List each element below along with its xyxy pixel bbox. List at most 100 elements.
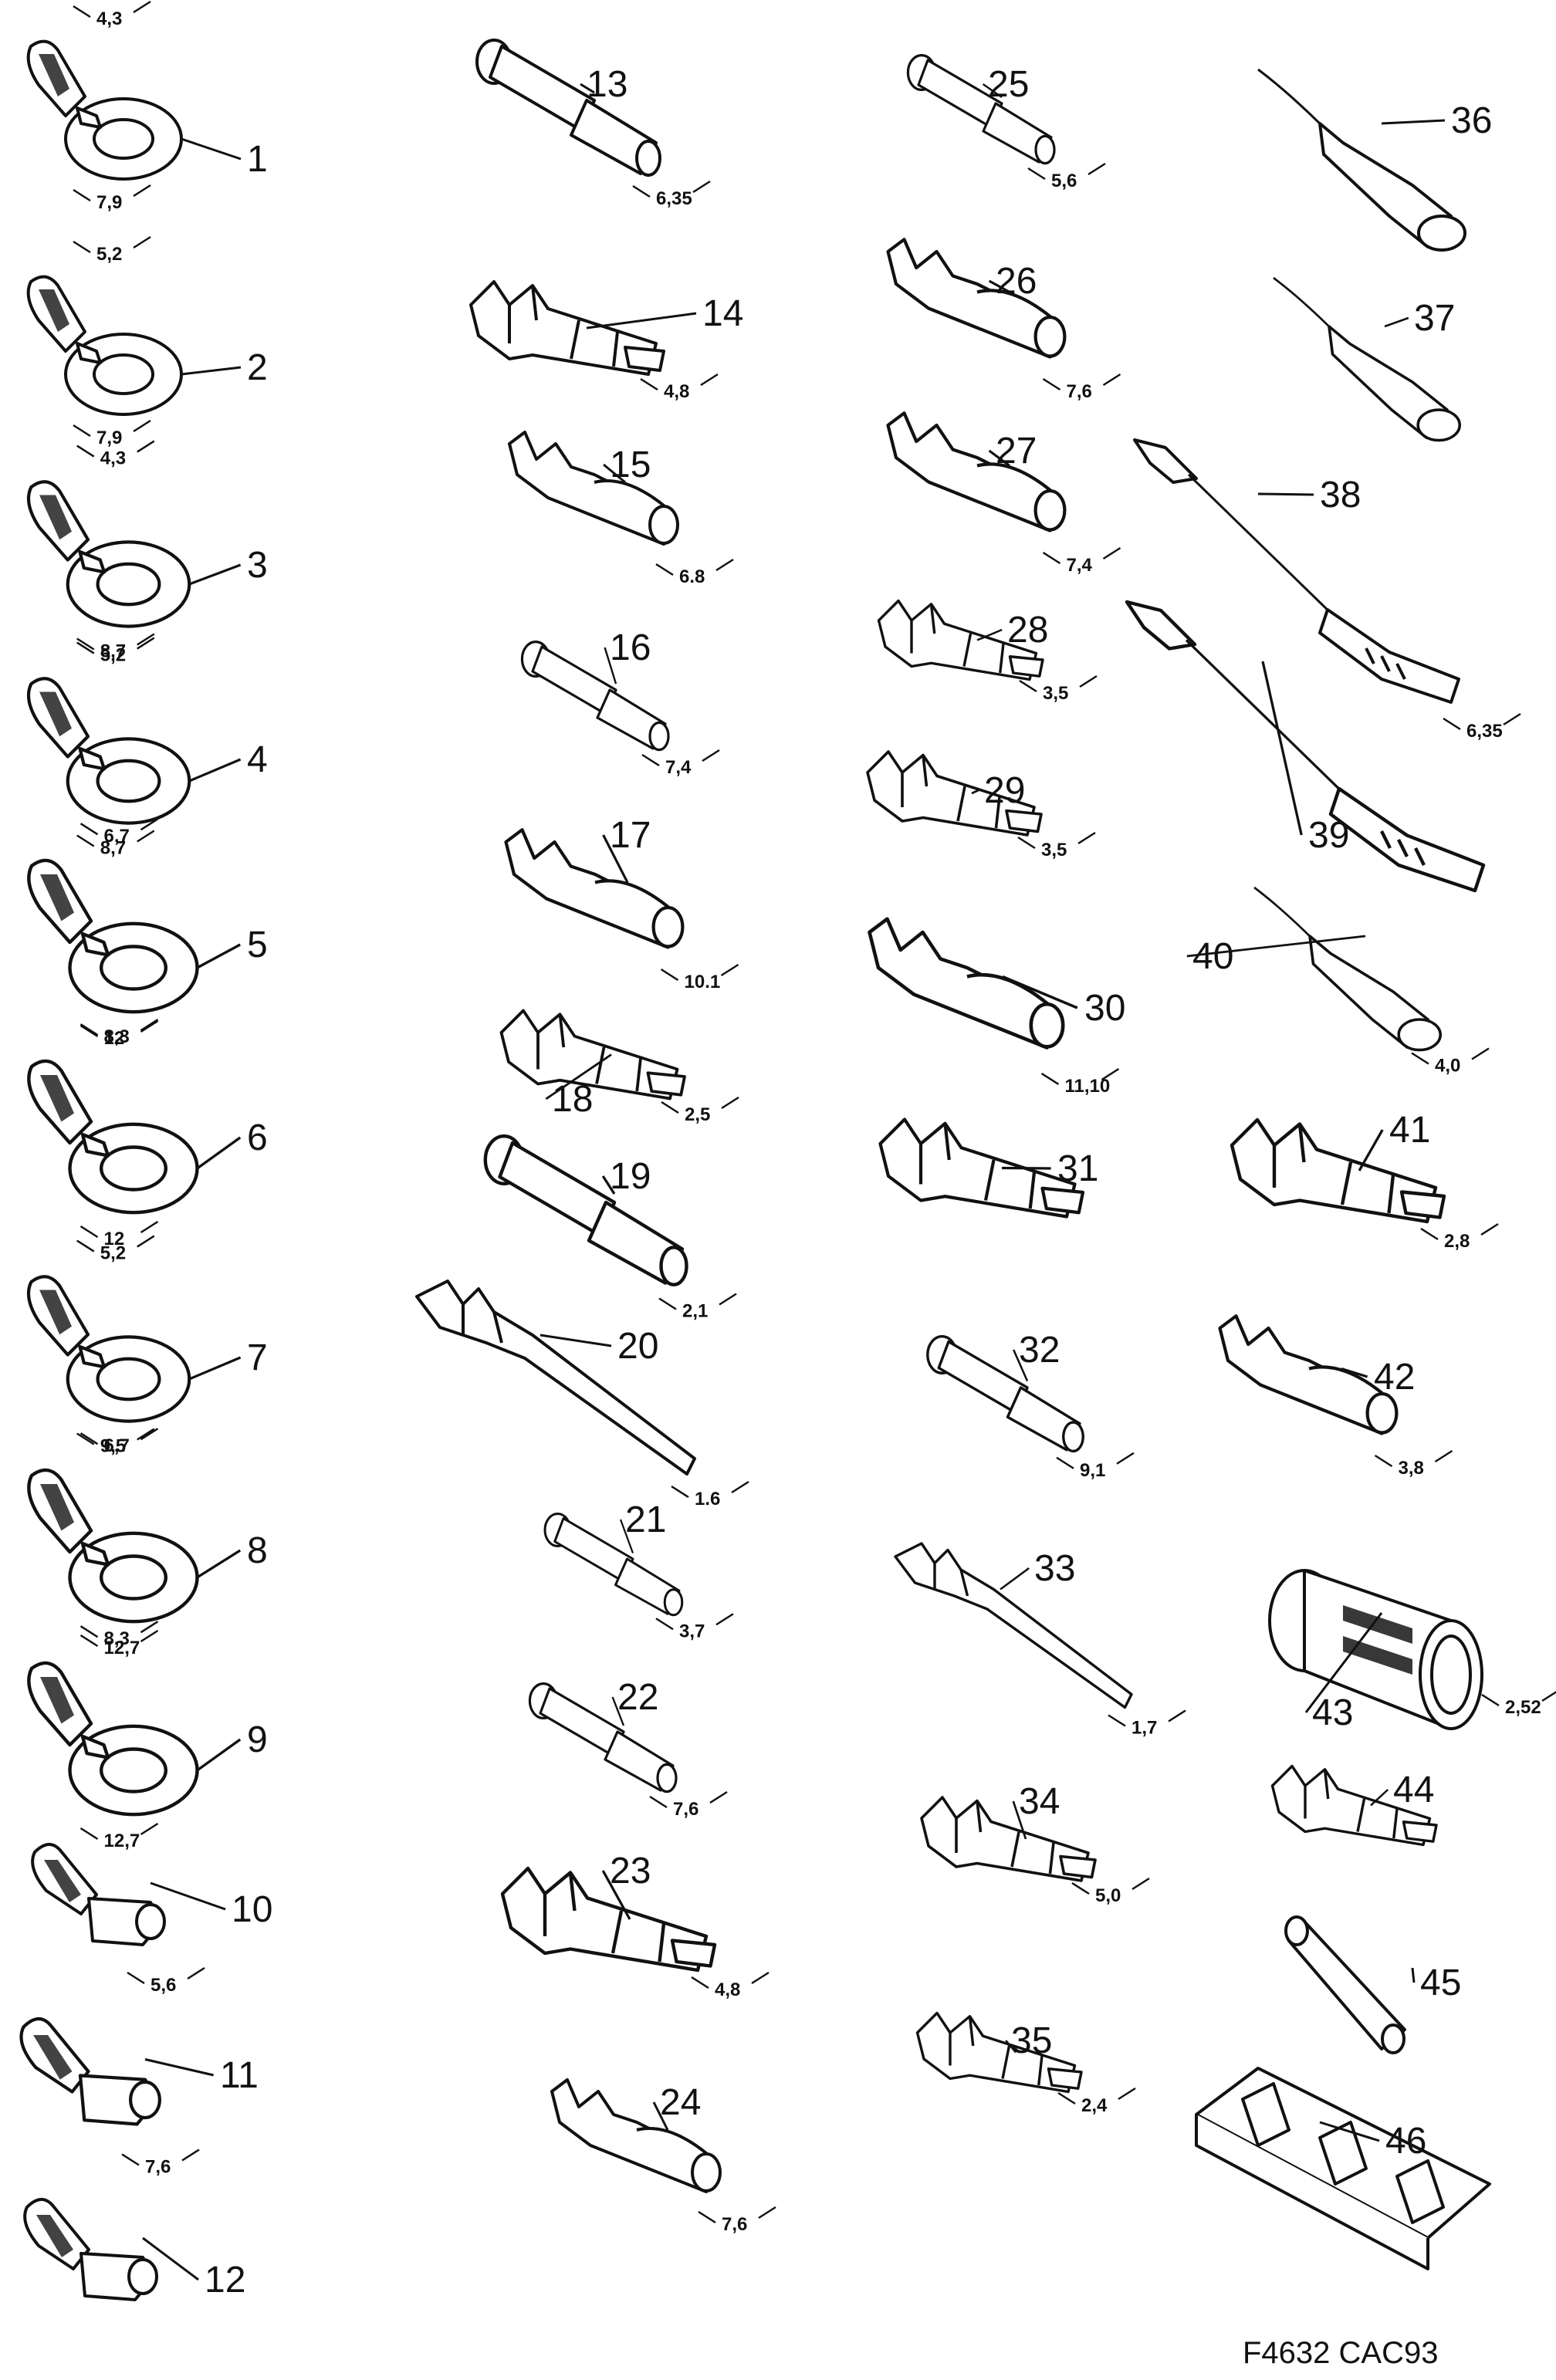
dimension-arrow bbox=[1042, 546, 1121, 565]
dimension-34-1: 5,0 bbox=[1095, 1885, 1121, 1906]
leader-line bbox=[976, 628, 1003, 641]
part-number-7: 7 bbox=[247, 1337, 268, 1378]
terminal-12 bbox=[23, 2198, 199, 2301]
dimension-arrow bbox=[79, 1019, 159, 1036]
terminal-25 bbox=[906, 54, 1056, 165]
dimension-arrow bbox=[73, 184, 151, 202]
part-number-4: 4 bbox=[247, 739, 268, 780]
part-number-3: 3 bbox=[247, 545, 268, 586]
dimension-9-2: 12,7 bbox=[104, 1831, 140, 1851]
dimension-4-2: 8,7 bbox=[100, 838, 126, 859]
terminal-8 bbox=[27, 1468, 242, 1624]
dimension-22-1: 7,6 bbox=[673, 1799, 699, 1820]
dimension-arrow bbox=[649, 1790, 728, 1809]
dimension-33-1: 1,7 bbox=[1131, 1718, 1157, 1739]
part-number-33: 33 bbox=[1034, 1548, 1075, 1589]
part-number-41: 41 bbox=[1389, 1110, 1430, 1151]
leader-line bbox=[196, 1738, 242, 1772]
dimension-1-2: 7,9 bbox=[96, 192, 122, 213]
leader-line bbox=[586, 312, 697, 330]
dimension-1-1: 4,3 bbox=[96, 8, 122, 29]
part-number-11: 11 bbox=[220, 2055, 259, 2096]
dimension-arrow bbox=[658, 1293, 737, 1310]
leader-line bbox=[196, 1136, 242, 1170]
dimension-18-1: 2,5 bbox=[685, 1104, 710, 1125]
dimension-38-1: 6,35 bbox=[1466, 721, 1503, 742]
dimension-3-1: 4,3 bbox=[100, 448, 126, 469]
leader-line bbox=[1013, 1349, 1029, 1382]
leader-line bbox=[181, 366, 242, 376]
dimension-arrow bbox=[79, 818, 159, 836]
dimension-24-1: 7,6 bbox=[722, 2214, 747, 2235]
terminal-4 bbox=[26, 677, 242, 825]
dimension-arrow bbox=[76, 830, 155, 847]
dimension-arrow bbox=[76, 440, 155, 458]
part-number-15: 15 bbox=[610, 445, 651, 485]
part-number-2: 2 bbox=[247, 347, 268, 388]
terminal-17 bbox=[504, 828, 685, 949]
leader-line bbox=[652, 2101, 669, 2131]
dimension-14-1: 4,8 bbox=[664, 381, 689, 402]
dimension-arrow bbox=[691, 1971, 770, 1990]
dimension-43-1: 2,52 bbox=[1505, 1697, 1541, 1718]
dimension-29-1: 3,5 bbox=[1041, 840, 1067, 860]
leader-line bbox=[611, 1696, 625, 1726]
leader-line bbox=[188, 1356, 242, 1381]
part-number-25: 25 bbox=[988, 64, 1029, 105]
terminal-24 bbox=[550, 2078, 722, 2193]
part-number-27: 27 bbox=[996, 431, 1037, 472]
dimension-7-1: 5,2 bbox=[100, 1243, 126, 1264]
dimension-arrow bbox=[1420, 1222, 1499, 1241]
terminal-2 bbox=[26, 275, 242, 416]
terminal-16 bbox=[520, 641, 670, 752]
dimension-arrow bbox=[1040, 1067, 1120, 1086]
part-number-21: 21 bbox=[625, 1499, 666, 1540]
terminal-5 bbox=[27, 858, 241, 1014]
leader-line bbox=[619, 1519, 634, 1553]
dimension-arrow bbox=[1017, 831, 1096, 850]
part-number-22: 22 bbox=[617, 1677, 658, 1718]
leader-line bbox=[1001, 1166, 1051, 1170]
leader-line bbox=[1186, 935, 1366, 958]
dimension-arrow bbox=[73, 235, 151, 254]
leader-line bbox=[1384, 316, 1409, 328]
dimension-2-2: 7,9 bbox=[96, 428, 122, 448]
terminal-19 bbox=[483, 1134, 688, 1286]
leader-line bbox=[545, 1053, 612, 1100]
leader-line bbox=[1358, 1129, 1384, 1171]
part-number-24: 24 bbox=[660, 2082, 701, 2123]
terminal-15 bbox=[508, 431, 679, 546]
dimension-26-1: 7,6 bbox=[1067, 381, 1092, 402]
terminal-23 bbox=[500, 1866, 717, 1973]
dimension-20-1: 1.6 bbox=[695, 1489, 720, 1509]
terminal-10 bbox=[31, 1843, 226, 1946]
leader-line bbox=[1381, 119, 1446, 125]
leader-line bbox=[1261, 661, 1303, 836]
dimension-17-1: 10.1 bbox=[685, 972, 721, 992]
part-number-1: 1 bbox=[247, 139, 268, 180]
part-number-20: 20 bbox=[617, 1326, 658, 1367]
leader-line bbox=[988, 279, 1010, 293]
dimension-arrow bbox=[1411, 1047, 1490, 1065]
leader-line bbox=[188, 563, 242, 586]
dimension-arrow bbox=[79, 1629, 159, 1648]
part-number-13: 13 bbox=[587, 64, 627, 105]
dimension-4-1: 5,2 bbox=[100, 645, 126, 666]
terminal-45 bbox=[1284, 1915, 1416, 2054]
dimension-arrow bbox=[79, 1621, 159, 1638]
leader-line bbox=[604, 647, 617, 685]
part-number-18: 18 bbox=[552, 1079, 593, 1120]
part-number-28: 28 bbox=[1007, 610, 1048, 651]
leader-line bbox=[1257, 492, 1314, 496]
dimension-arrow bbox=[1481, 1691, 1556, 1707]
terminal-11 bbox=[19, 2017, 214, 2126]
leader-line bbox=[982, 83, 1003, 98]
dimension-arrow bbox=[1108, 1709, 1186, 1727]
terminal-44 bbox=[1270, 1764, 1438, 1847]
dimension-23-1: 4,8 bbox=[715, 1979, 740, 2000]
dimension-5-2: 12 bbox=[104, 1028, 125, 1049]
leader-line bbox=[580, 83, 595, 94]
dimension-arrow bbox=[76, 1235, 155, 1253]
terminal-28 bbox=[877, 599, 1044, 681]
part-number-44: 44 bbox=[1393, 1770, 1434, 1810]
